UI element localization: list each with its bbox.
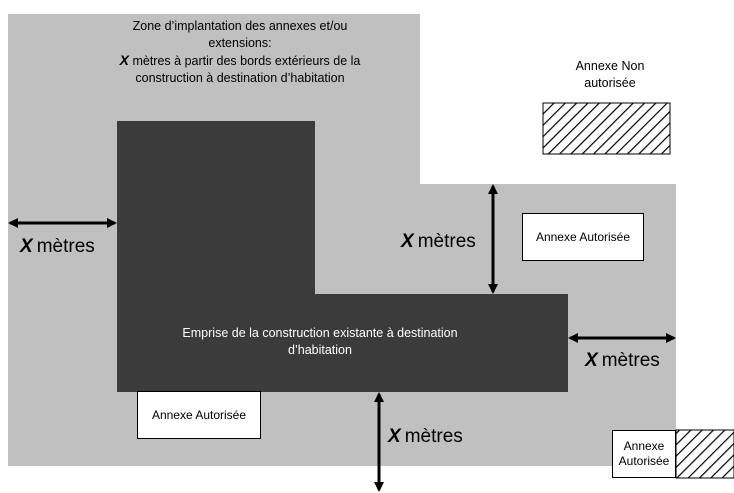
distance-var: X <box>20 236 33 257</box>
annexe-non-autorisee-label: Annexe Non autorisée <box>540 58 680 92</box>
annexe-hatched-part <box>675 429 734 479</box>
building-footprint <box>117 121 568 392</box>
annexe-autorisee-split-line2: Autorisée <box>618 454 670 468</box>
distance-unit: mètres <box>601 350 660 371</box>
distance-unit: mètres <box>404 426 463 447</box>
zone-title-line4: construction à destination d’habitation <box>135 71 345 85</box>
annexe-autorisee-box: Annexe Autorisée <box>137 391 261 439</box>
distance-var: X <box>388 426 401 447</box>
zone-title-line3: X mètres à partir des bords extérieurs d… <box>70 52 410 70</box>
annexe-non-autorisee-line2: autorisée <box>584 76 636 90</box>
distance-var: X <box>401 231 414 252</box>
annexe-autorisee-split-box: Annexe Autorisée <box>612 430 676 478</box>
emprise-label: Emprise de la construction existante à d… <box>130 325 510 359</box>
zone-title-line3-text: mètres à partir des bords extérieurs de … <box>132 54 361 68</box>
annexe-autorisee-label: Annexe Autorisée <box>151 407 247 422</box>
annexe-autorisee-split-line1: Annexe <box>623 439 665 453</box>
zone-title-line1: Zone d’implantation des annexes et/ou <box>132 19 348 33</box>
emprise-line1: Emprise de la construction existante à d… <box>182 326 458 340</box>
annexe-autorisee-label: Annexe Autorisée <box>535 229 631 244</box>
emprise-line2: d’habitation <box>288 343 352 357</box>
annexe-autorisee-box: Annexe Autorisée <box>522 213 644 261</box>
annexe-non-autorisee-line1: Annexe Non <box>575 59 645 73</box>
zone-title-line2: extensions: <box>208 36 272 50</box>
annexe-non-autorisee-hatch <box>542 102 671 155</box>
zone-title: Zone d’implantation des annexes et/ou ex… <box>70 18 410 87</box>
distance-unit: mètres <box>417 231 476 252</box>
distance-var: X <box>585 350 598 371</box>
distance-unit: mètres <box>36 236 95 257</box>
zone-title-var: X <box>119 52 129 68</box>
